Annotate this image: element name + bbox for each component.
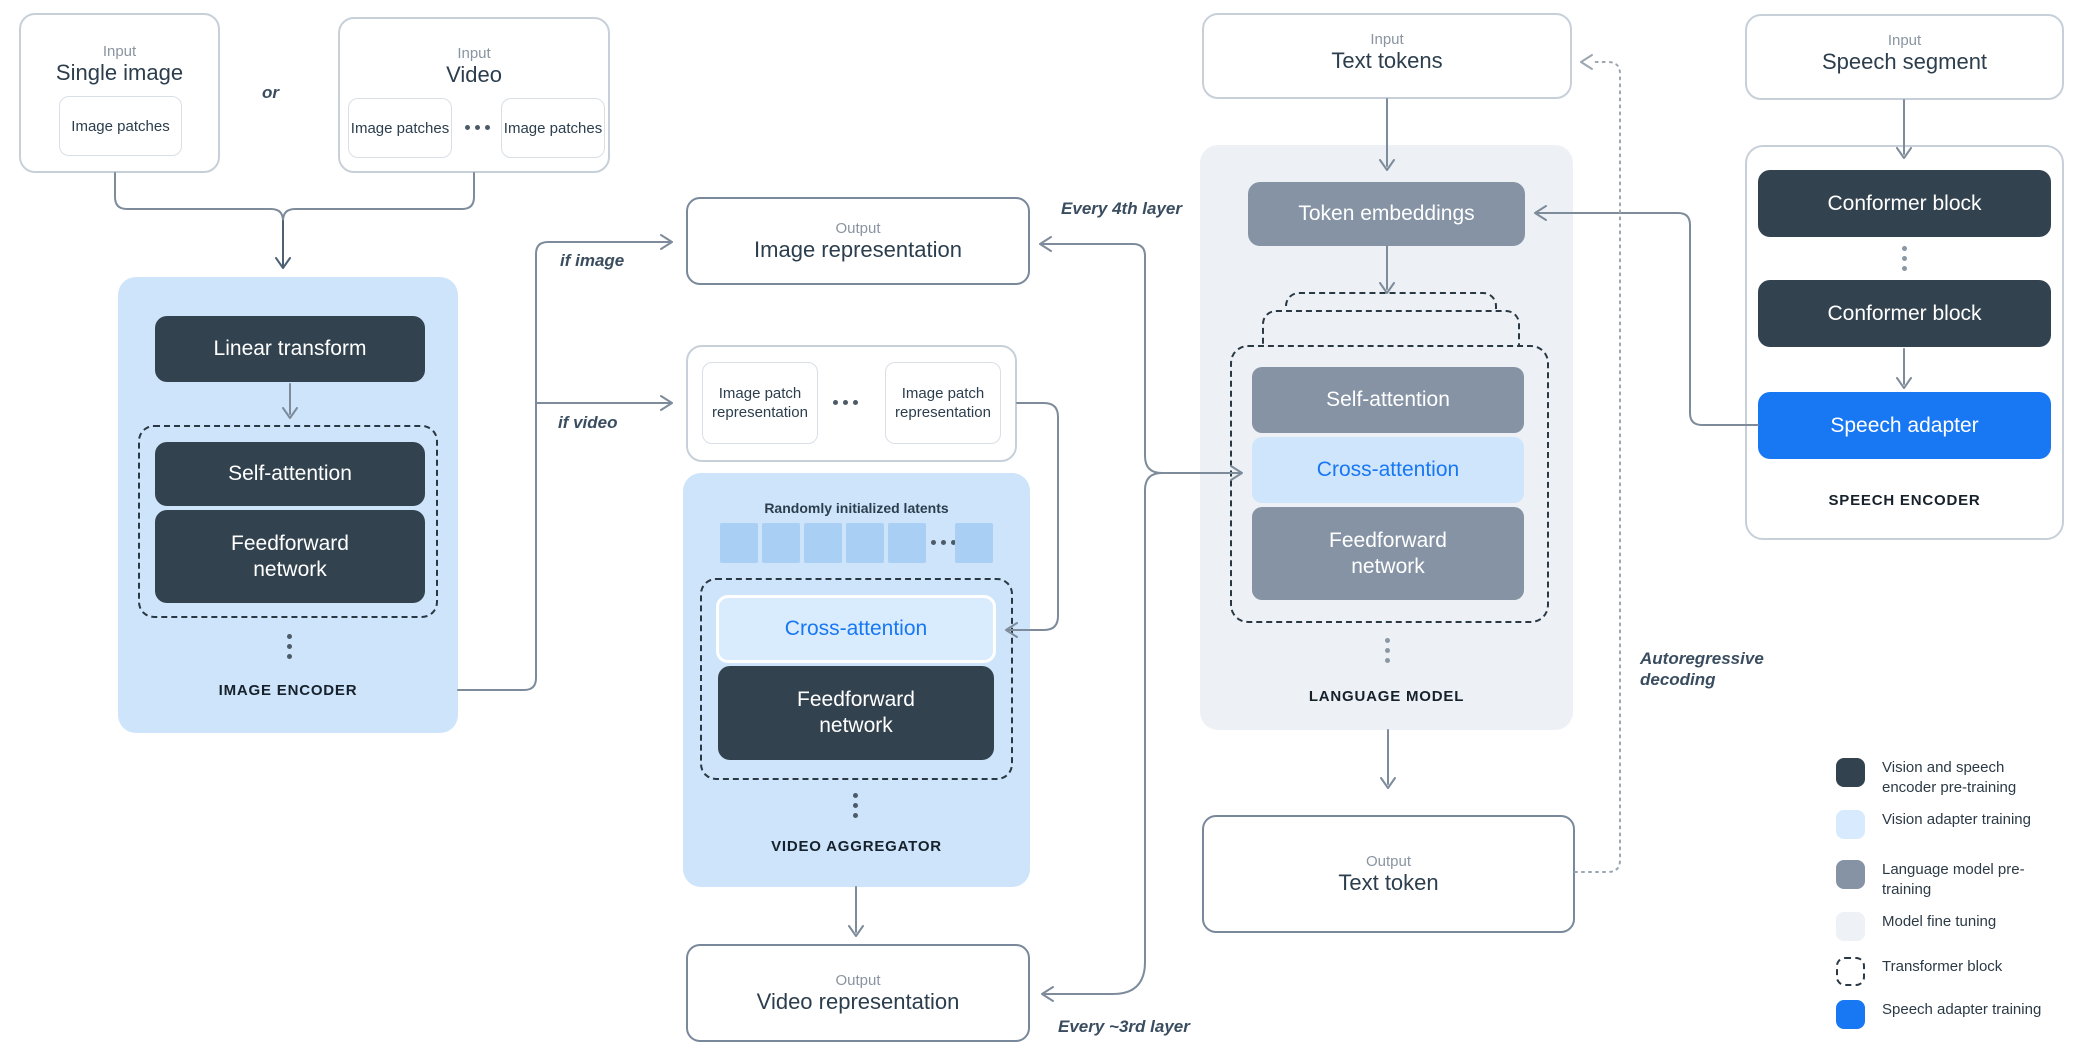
every-4th-layer-annotation: Every 4th layer xyxy=(1061,199,1182,218)
autoregressive-arrowhead xyxy=(1580,54,1593,70)
legend-swatch-transformer-block xyxy=(1836,957,1865,986)
if-image-annotation: if image xyxy=(560,251,625,270)
legend-swatch-fine-tuning xyxy=(1836,912,1865,941)
ellipsis-icon xyxy=(833,400,858,405)
input-single-image-box: Input Single image Image patches xyxy=(19,13,220,173)
language-model-label: LANGUAGE MODEL xyxy=(1308,688,1465,705)
merge-brace-left xyxy=(114,172,284,222)
input-text-tokens-box: Input Text tokens xyxy=(1202,13,1572,99)
image-representation-title: Image representation xyxy=(754,236,962,262)
legend-swatch-vision-adapter xyxy=(1836,810,1865,839)
latent-square xyxy=(846,523,884,563)
ellipsis-vertical-icon xyxy=(287,634,292,659)
input-label: Input xyxy=(102,43,137,60)
input-label: Input xyxy=(1887,32,1922,49)
output-label: Output xyxy=(1365,852,1412,870)
output-video-representation-box: Output Video representation xyxy=(686,944,1030,1042)
encoder-out-trunk xyxy=(457,234,673,691)
output-label: Output xyxy=(835,219,881,237)
video-title: Video xyxy=(446,62,502,87)
text-token-title: Text token xyxy=(1338,869,1439,895)
ellipsis-icon xyxy=(465,125,490,130)
legend-label: Speech adapter training xyxy=(1882,1001,2042,1018)
output-image-representation-box: Output Image representation xyxy=(686,197,1030,285)
conformer-block-1: Conformer block xyxy=(1758,170,2051,237)
if-video-annotation: if video xyxy=(558,413,618,432)
text-tokens-title: Text tokens xyxy=(1331,48,1443,73)
ellipsis-icon xyxy=(931,540,956,545)
image-encoder-transformer-block xyxy=(138,425,438,618)
autoregressive-loop-wire xyxy=(1574,61,1621,873)
legend-item: Speech adapter training xyxy=(1836,1000,2074,1029)
language-model-feedforward-block: Feedforward network xyxy=(1252,507,1524,600)
input-label: Input xyxy=(457,45,491,62)
legend-label: Language model pre-training xyxy=(1882,861,2025,898)
legend-item: Transformer block xyxy=(1836,957,2074,986)
merge-brace-right xyxy=(282,172,475,222)
language-model-cross-attention-block: Cross-attention xyxy=(1252,437,1524,503)
legend-swatch-lm-pretraining xyxy=(1836,860,1865,889)
video-aggregator-feedforward-block: Feedforward network xyxy=(718,666,994,760)
image-patch-representation-chip: Image patch representation xyxy=(885,362,1001,444)
latents-label: Randomly initialized latents xyxy=(764,500,949,516)
legend-label: Vision and speech encoder pre-training xyxy=(1882,759,2017,796)
merge-stem-arrow xyxy=(275,220,291,269)
bus-to-video-representation xyxy=(1041,472,1163,1002)
speech-adapter-block: Speech adapter xyxy=(1758,392,2051,459)
latent-square xyxy=(720,523,758,563)
speech-encoder-label: SPEECH ENCODER xyxy=(1828,492,1981,509)
single-image-title: Single image xyxy=(55,60,184,85)
image-encoder-self-attention-block: Self-attention xyxy=(155,442,425,506)
legend-item: Vision adapter training xyxy=(1836,810,2074,839)
image-encoder-label: IMAGE ENCODER xyxy=(218,682,358,699)
latent-square xyxy=(762,523,800,563)
legend-label: Transformer block xyxy=(1882,958,2003,975)
ellipsis-vertical-icon xyxy=(1902,246,1907,271)
every-3rd-layer-annotation: Every ~3rd layer xyxy=(1058,1017,1190,1036)
video-representation-title: Video representation xyxy=(756,988,960,1014)
autoregressive-decoding-annotation: Autoregressive decoding xyxy=(1640,649,1764,689)
legend-item: Vision and speech encoder pre-training xyxy=(1836,758,2052,798)
legend-swatch-encoder-pretraining xyxy=(1836,758,1865,787)
ellipsis-vertical-icon xyxy=(1385,638,1390,663)
if-video-branch xyxy=(535,395,673,411)
legend-item: Language model pre-training xyxy=(1836,860,2032,900)
speech-segment-title: Speech segment xyxy=(1821,49,1988,74)
input-video-box: Input Video Image patches Image patches xyxy=(338,17,610,173)
output-text-token-box: Output Text token xyxy=(1202,815,1575,933)
latent-square xyxy=(804,523,842,563)
latent-square xyxy=(955,523,993,563)
latent-square xyxy=(888,523,926,563)
video-aggregator-cross-attention-block: Cross-attention xyxy=(716,595,996,663)
image-patches-chip: Image patches xyxy=(501,98,605,158)
legend-label: Model fine tuning xyxy=(1882,913,1997,930)
video-aggregator-transformer-block xyxy=(700,578,1013,780)
language-model-self-attention-block: Self-attention xyxy=(1252,367,1524,433)
output-label: Output xyxy=(835,971,881,989)
lm-output-arrow xyxy=(1380,729,1396,789)
legend-item: Model fine tuning xyxy=(1836,912,2074,941)
legend-label: Vision adapter training xyxy=(1882,811,2031,828)
input-label: Input xyxy=(1370,31,1404,48)
image-encoder-feedforward-block: Feedforward network xyxy=(155,510,425,603)
ellipsis-vertical-icon xyxy=(853,793,858,818)
legend-swatch-speech-adapter xyxy=(1836,1000,1865,1029)
aggregator-out-arrow xyxy=(848,886,864,937)
image-patches-chip: Image patches xyxy=(59,96,182,156)
image-patches-chip: Image patches xyxy=(348,98,452,158)
input-speech-segment-box: Input Speech segment xyxy=(1745,14,2064,100)
token-embeddings-block: Token embeddings xyxy=(1248,182,1525,246)
video-aggregator-label: VIDEO AGGREGATOR xyxy=(771,838,942,855)
image-patch-representation-chip: Image patch representation xyxy=(702,362,818,444)
bus-to-image-representation xyxy=(1039,236,1146,457)
or-label: or xyxy=(262,83,279,102)
conformer-block-2: Conformer block xyxy=(1758,280,2051,347)
linear-transform-block: Linear transform xyxy=(155,316,425,382)
